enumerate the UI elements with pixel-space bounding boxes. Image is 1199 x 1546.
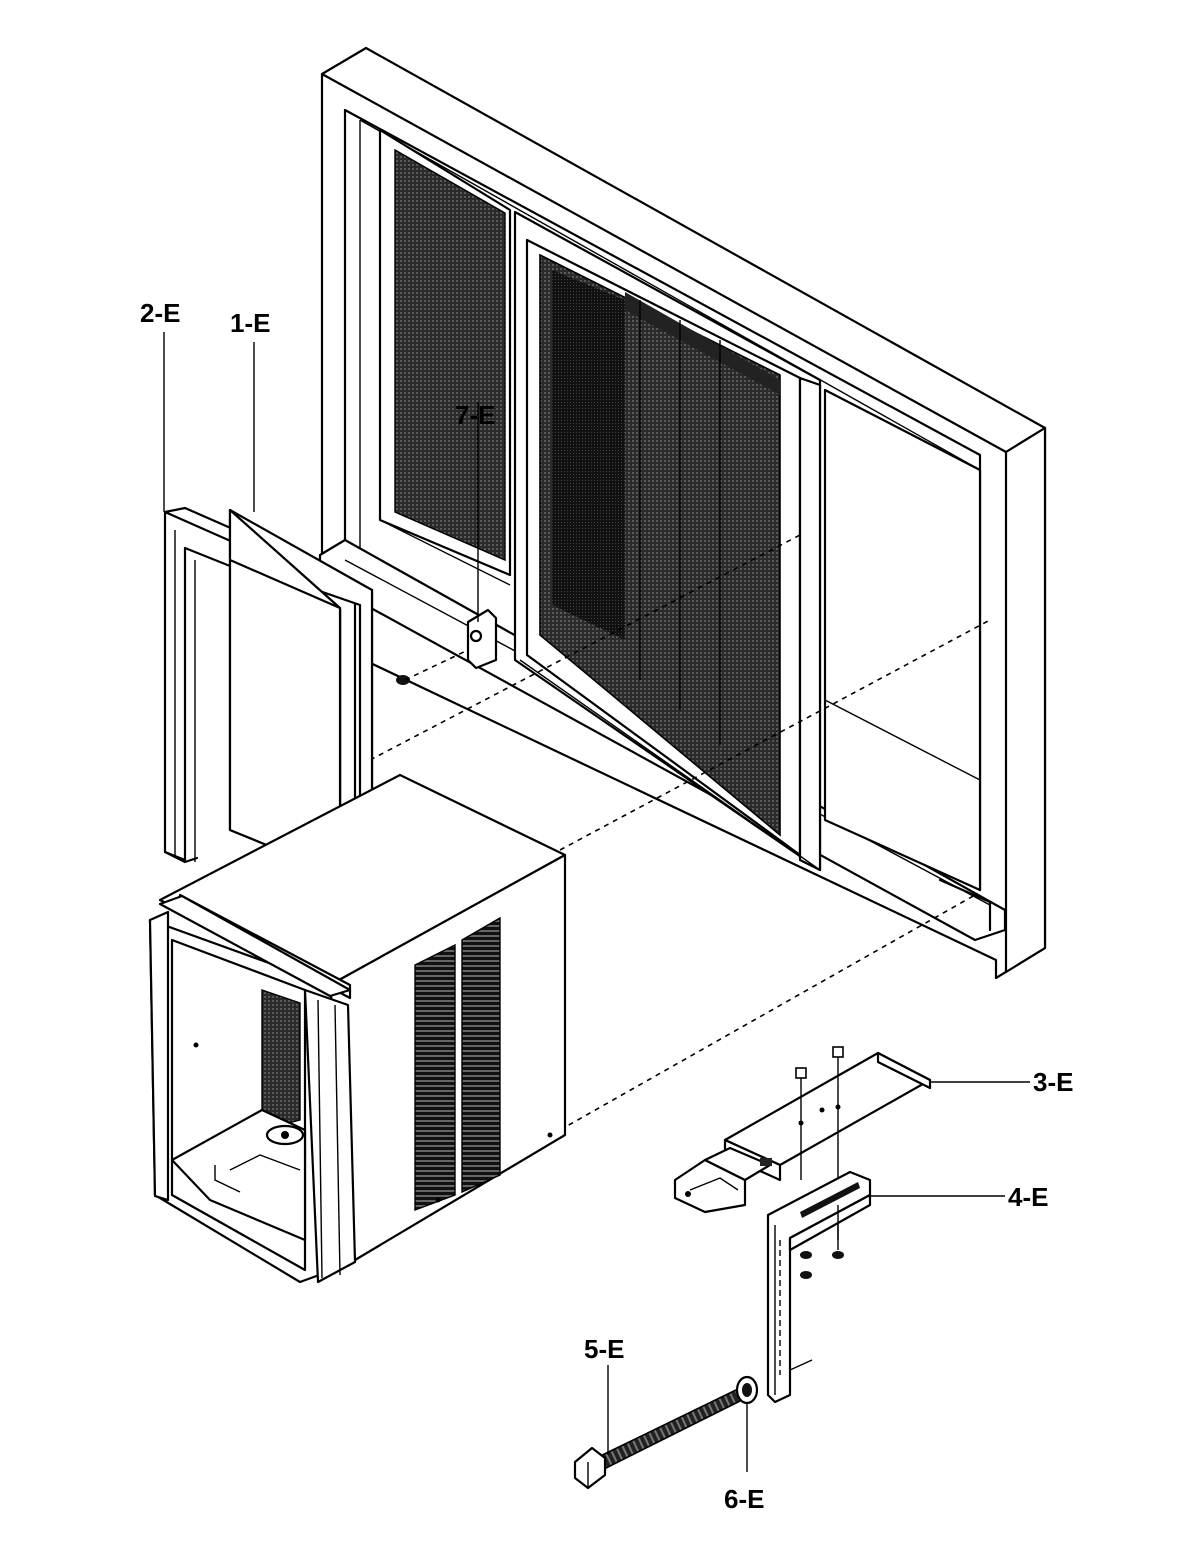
part-4e-leg-bracket [766, 1170, 872, 1404]
callout-1e: 1-E [230, 308, 270, 338]
air-conditioner-cabinet [148, 773, 567, 1284]
alignment-lines [369, 534, 991, 1131]
leader-lines [163, 332, 1030, 1472]
callout-7e: 7-E [455, 400, 495, 430]
part-5e-threaded-bolt [573, 1386, 748, 1490]
callout-4e: 4-E [1008, 1182, 1048, 1212]
callout-5e: 5-E [584, 1334, 624, 1364]
callout-6e: 6-E [724, 1484, 764, 1514]
part-7e-sash-lock [396, 402, 498, 685]
part-6e-nut [735, 1375, 759, 1405]
callout-3e: 3-E [1033, 1067, 1073, 1097]
callout-2e: 2-E [140, 298, 180, 328]
part-3e-support-bracket [673, 1046, 932, 1240]
part-1e-side-panel [228, 508, 374, 887]
